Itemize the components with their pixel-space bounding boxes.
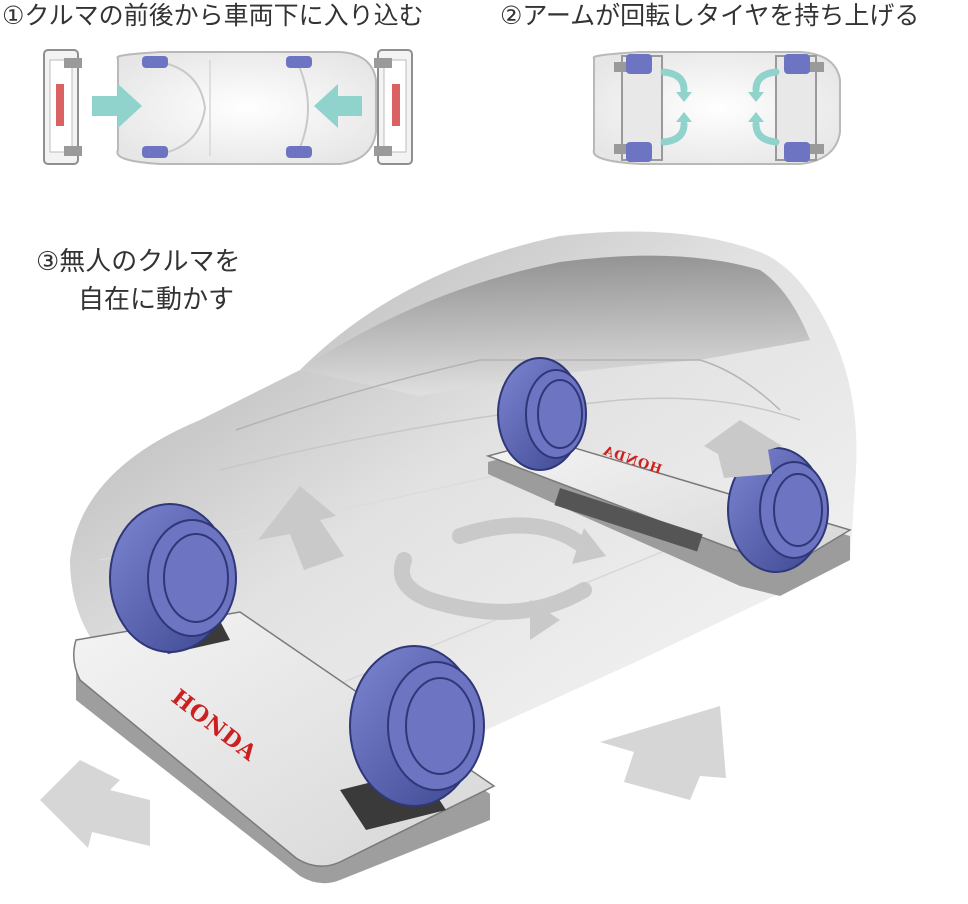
directional-arrow-icon (600, 706, 726, 800)
left-arrow-icon (314, 84, 362, 128)
step2-caption: ②アームが回転しタイヤを持ち上げる (500, 1, 920, 30)
step1-diagram (43, 49, 413, 165)
directional-arrow-icon (40, 760, 150, 848)
tire-rear-left (497, 357, 587, 471)
left-robot (43, 49, 82, 165)
step3-caption-line1: ③無人のクルマを (36, 247, 241, 277)
tire-icon (286, 146, 312, 158)
directional-arrow-icon (258, 486, 344, 570)
tire-icon (142, 146, 168, 158)
tire-icon (286, 56, 312, 68)
circular-arrows-icon (393, 517, 594, 620)
step3-caption-line2: 自在に動かす (78, 284, 235, 315)
top-view-car (116, 51, 377, 165)
brand-logo-small (392, 84, 400, 126)
tire-icon (626, 54, 652, 74)
tire-icon (784, 54, 810, 74)
step2-diagram (592, 51, 841, 165)
curved-arrows-icon (660, 68, 780, 146)
tire-front-right (349, 645, 485, 807)
perspective-scene: HONDA HONDA (40, 231, 857, 884)
brand-logo-small (56, 84, 64, 126)
tire-icon (626, 142, 652, 162)
right-robot (374, 49, 413, 165)
tire-icon (142, 56, 168, 68)
tire-front-left (109, 503, 237, 653)
tire-icon (784, 142, 810, 162)
step3-caption: ③無人のクルマを 自在に動かす (36, 244, 241, 319)
directional-arrow-icon (704, 420, 782, 478)
right-arrow-icon (92, 84, 142, 128)
step1-caption: ①クルマの前後から車両下に入り込む (2, 1, 424, 30)
tire-rear-right (727, 447, 829, 573)
